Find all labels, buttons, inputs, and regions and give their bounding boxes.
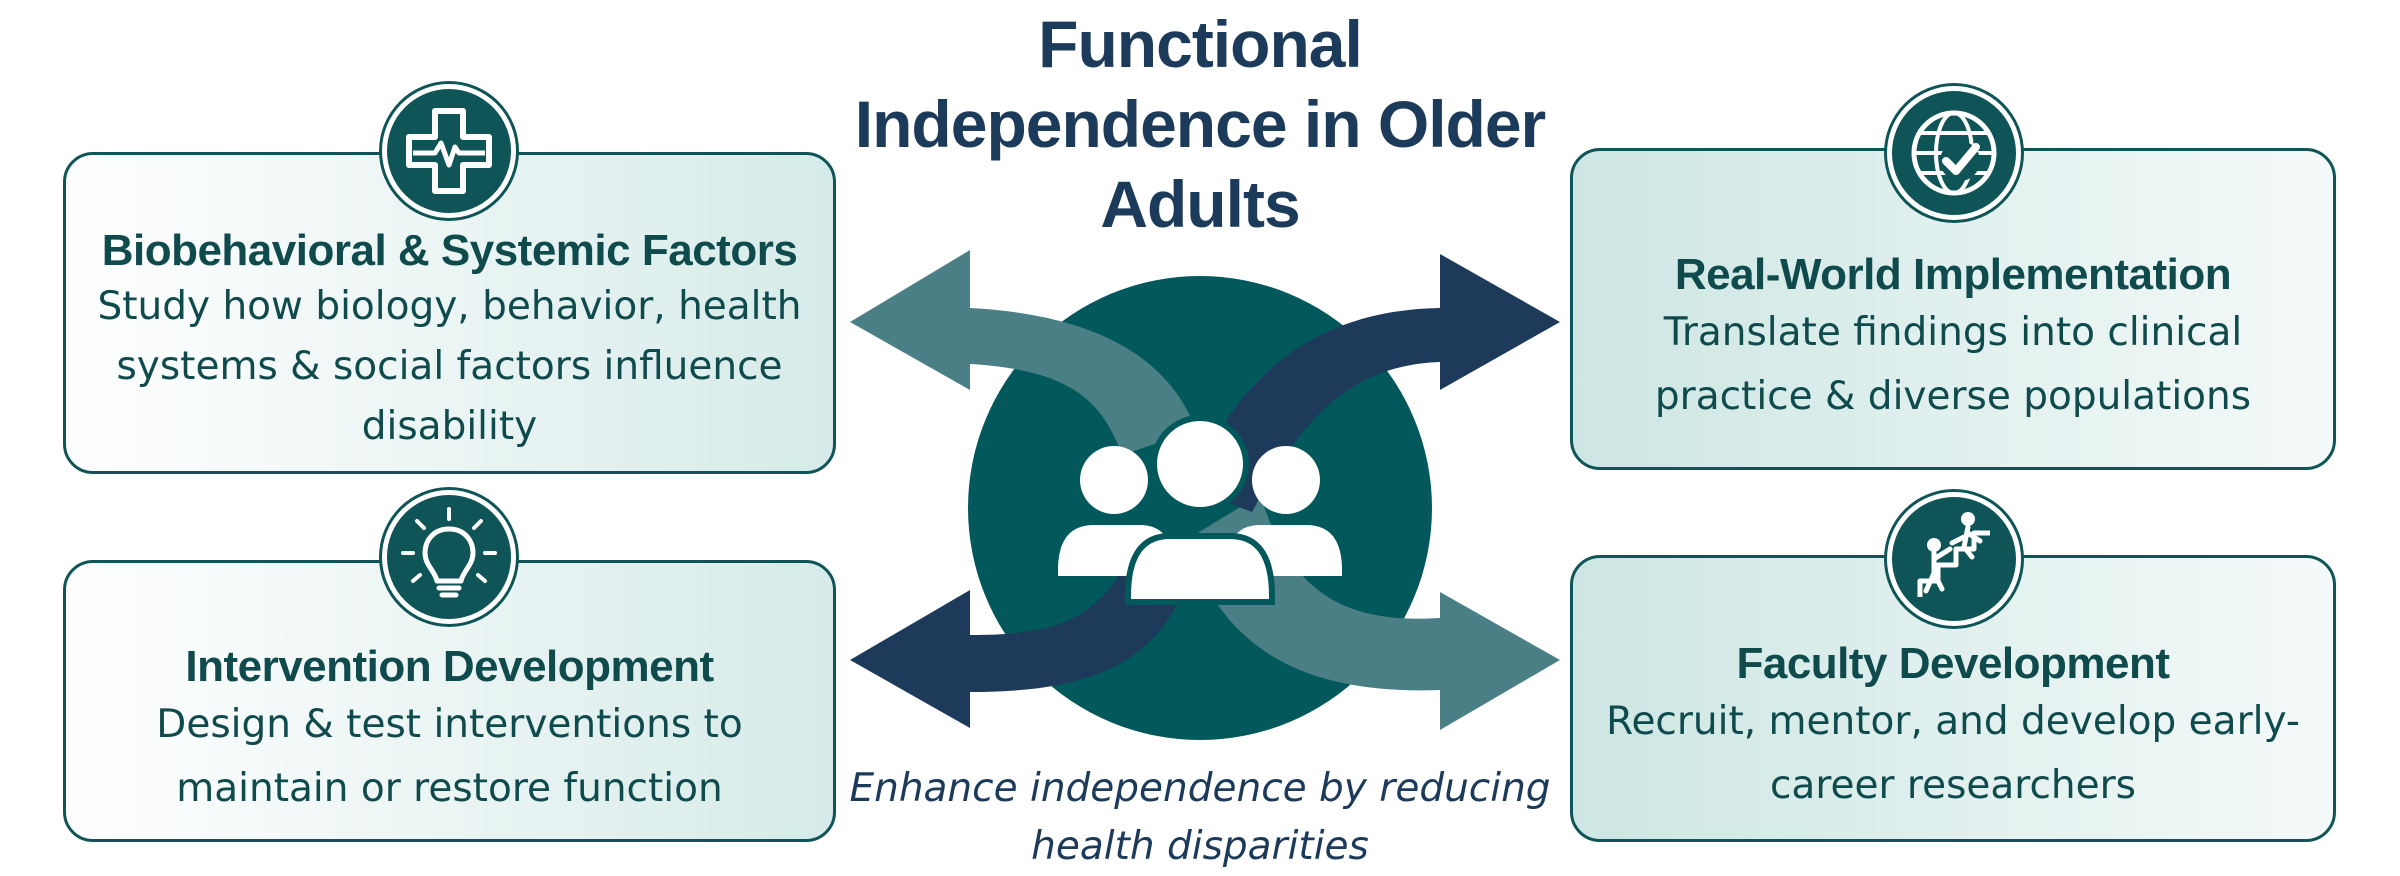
globe-checkmark-icon (1911, 110, 1997, 196)
mentor-climbing-stairs-icon (1917, 512, 1990, 597)
card-intervention-text: Design & test interventions to maintain … (156, 702, 743, 811)
card-biobehavioral-text: Study how biology, behavior, health syst… (97, 284, 802, 449)
card-faculty-title: Faculty Development (1736, 639, 2170, 688)
center-graphic (850, 250, 1560, 740)
card-biobehavioral-title: Biobehavioral & Systemic Factors (101, 226, 798, 275)
medical-cross-heartbeat-icon (406, 108, 492, 194)
card-intervention-title: Intervention Development (185, 642, 714, 691)
arrow-to-bottom-left (850, 530, 1198, 728)
tagline: Enhance independence by reducing health … (849, 766, 1551, 869)
card-implementation-text: Translate findings into clinical practic… (1654, 310, 2252, 419)
lightbulb-icon (401, 507, 497, 598)
card-biobehavioral: Biobehavioral & Systemic Factors Study h… (63, 152, 836, 474)
badge-intervention (382, 490, 516, 624)
card-implementation-title: Real-World Implementation (1674, 250, 2232, 299)
arrow-to-top-left (850, 250, 1196, 455)
badge-biobehavioral (382, 84, 516, 218)
people-group-icon (1058, 415, 1342, 605)
page-title: Functional Independence in Older Adults (854, 7, 1546, 241)
badge-faculty (1887, 492, 2021, 626)
card-implementation: Real-World Implementation Translate find… (1570, 148, 2336, 470)
card-faculty-text: Recruit, mentor, and develop early- care… (1606, 699, 2300, 808)
badge-implementation (1887, 86, 2021, 220)
